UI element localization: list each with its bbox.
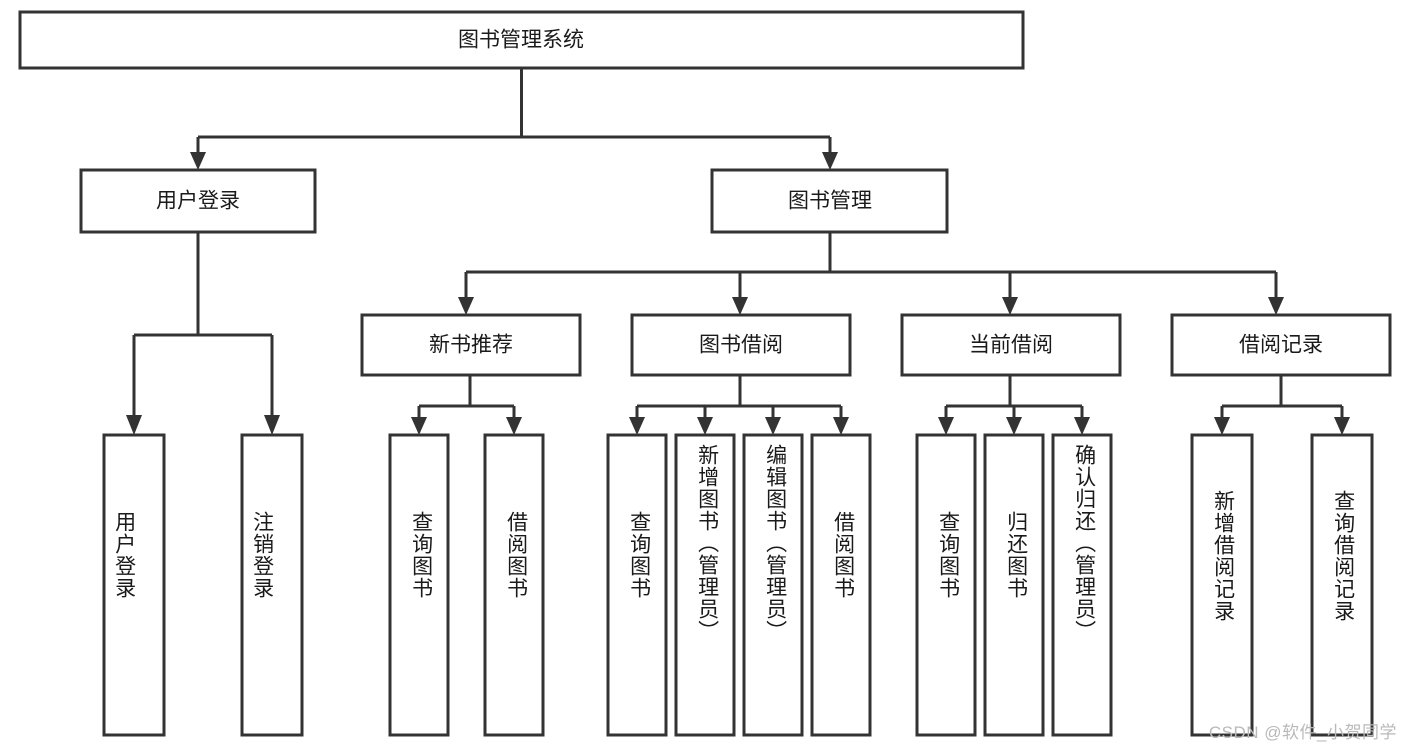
arrow-head-leaf-query-book-1 (411, 417, 427, 435)
arrow-head-leaf-confirm-return (1074, 417, 1090, 435)
leaf-query-book-2-box[interactable] (606, 433, 668, 737)
arrow-head-leaf-add-book (697, 417, 713, 435)
arrow-head-currentborrow (1002, 297, 1018, 315)
arrow-head-leaf-borrow-book-2 (833, 417, 849, 435)
arrow-head-userlogin (190, 152, 206, 170)
arrow-head-leaf-add-record (1214, 417, 1230, 435)
node-book-manage-box[interactable] (710, 168, 949, 234)
arrow-head-bookborrow (732, 297, 748, 315)
node-book-manage[interactable]: 图书管理 (710, 168, 949, 234)
leaf-query-record-box[interactable] (1310, 433, 1374, 737)
node-book-manage-label: 图书管理 (788, 190, 872, 213)
leaf-edit-book-box[interactable] (742, 433, 804, 737)
node-current-borrow-box[interactable] (900, 313, 1122, 377)
node-book-borrow-label: 图书借阅 (699, 334, 783, 357)
node-current-borrow-label: 当前借阅 (969, 334, 1053, 357)
watermark-text: CSDN @软件_小贺同学 (1208, 723, 1397, 742)
node-user-login[interactable]: 用户登录 (79, 168, 317, 234)
node-book-borrow[interactable]: 图书借阅 (630, 313, 852, 377)
arrow-head-newbook (458, 297, 474, 315)
node-borrow-record[interactable]: 借阅记录 (1170, 313, 1392, 377)
arrow-head-leaf-query-book-2 (629, 417, 645, 435)
leaf-query-book-3-box[interactable] (915, 433, 977, 737)
leaf-query-book-1-box[interactable] (388, 433, 450, 737)
node-borrow-record-box[interactable] (1170, 313, 1392, 377)
node-new-book-rec-label: 新书推荐 (429, 334, 513, 357)
arrow-head-leaf-user-login (126, 415, 142, 435)
leaf-borrow-book-1-box[interactable] (483, 433, 545, 737)
arrow-head-leaf-user-logout (264, 415, 280, 435)
node-user-login-label: 用户登录 (156, 190, 240, 213)
node-book-borrow-box[interactable] (630, 313, 852, 377)
leaf-layer (102, 433, 1374, 737)
node-new-book-rec[interactable]: 新书推荐 (360, 313, 582, 377)
node-root-label: 图书管理系统 (458, 29, 584, 52)
leaf-user-logout-box[interactable] (240, 433, 304, 737)
leaf-return-book-box[interactable] (983, 433, 1045, 737)
leaf-confirm-return-box[interactable] (1051, 433, 1113, 737)
leaf-borrow-book-2-box[interactable] (810, 433, 872, 737)
node-current-borrow[interactable]: 当前借阅 (900, 313, 1122, 377)
arrow-head-leaf-edit-book (765, 417, 781, 435)
arrow-head-borrowrecord (1268, 297, 1284, 315)
node-user-login-box[interactable] (79, 168, 317, 234)
arrow-head-leaf-query-book-3 (938, 417, 954, 435)
leaf-add-record-box[interactable] (1190, 433, 1254, 737)
node-root-box[interactable] (18, 10, 1025, 70)
leaf-add-book-box[interactable] (674, 433, 736, 737)
node-new-book-rec-box[interactable] (360, 313, 582, 377)
arrow-head-bookmanage (822, 152, 838, 170)
arrow-head-leaf-return-book (1006, 417, 1022, 435)
arrow-head-leaf-query-record (1334, 417, 1350, 435)
arrow-head-leaf-borrow-book-1 (506, 417, 522, 435)
node-root[interactable]: 图书管理系统 (18, 10, 1025, 70)
leaf-user-login-box[interactable] (102, 433, 166, 737)
node-borrow-record-label: 借阅记录 (1239, 334, 1323, 357)
connector-layer (126, 68, 1350, 435)
